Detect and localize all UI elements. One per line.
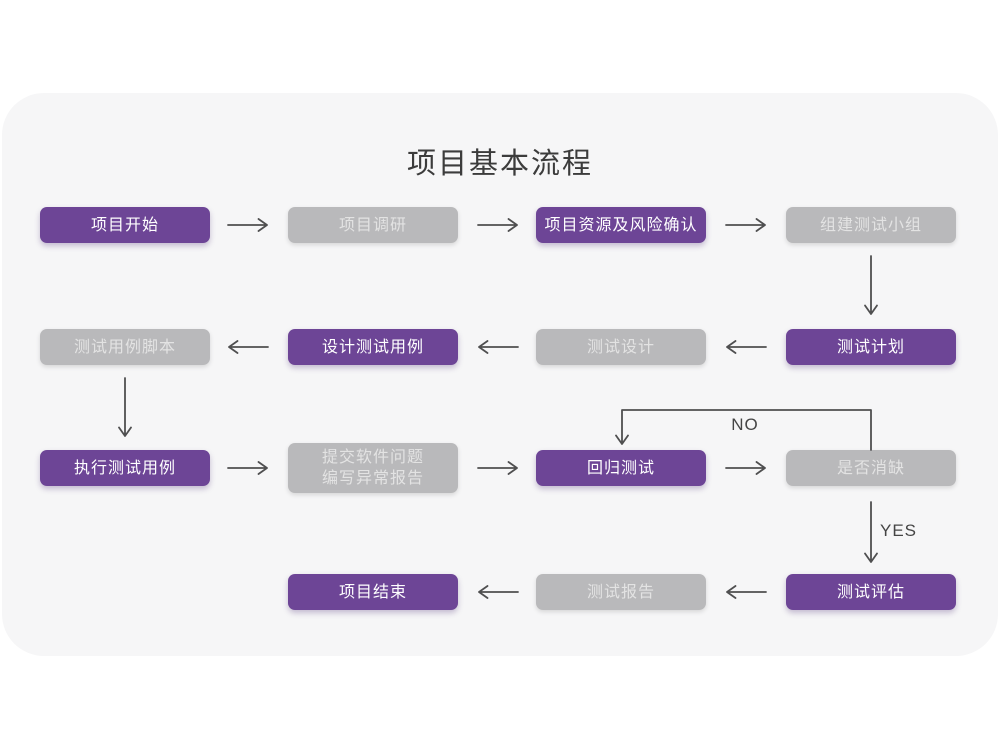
edge-label-no: NO bbox=[731, 415, 759, 434]
edge-label-yes: YES bbox=[880, 521, 918, 540]
node-project-end: 项目结束 bbox=[288, 574, 458, 610]
flowchart-card bbox=[2, 93, 998, 656]
node-test-evaluation: 测试评估 bbox=[786, 574, 956, 610]
node-design-test-cases: 设计测试用例 bbox=[288, 329, 458, 365]
node-test-report: 测试报告 bbox=[536, 574, 706, 610]
node-regression-test: 回归测试 bbox=[536, 450, 706, 486]
diagram-title: 项目基本流程 bbox=[406, 148, 593, 180]
node-execute-test-cases: 执行测试用例 bbox=[40, 450, 210, 486]
node-test-plan: 测试计划 bbox=[786, 329, 956, 365]
node-build-test-team: 组建测试小组 bbox=[786, 207, 956, 243]
node-project-research: 项目调研 bbox=[288, 207, 458, 243]
node-resources-risk-confirm: 项目资源及风险确认 bbox=[536, 207, 706, 243]
node-test-case-scripts: 测试用例脚本 bbox=[40, 329, 210, 365]
node-submit-issues-report: 提交软件问题 编写异常报告 bbox=[288, 443, 458, 493]
node-project-start: 项目开始 bbox=[40, 207, 210, 243]
node-defect-cleared: 是否消缺 bbox=[786, 450, 956, 486]
node-test-design: 测试设计 bbox=[536, 329, 706, 365]
